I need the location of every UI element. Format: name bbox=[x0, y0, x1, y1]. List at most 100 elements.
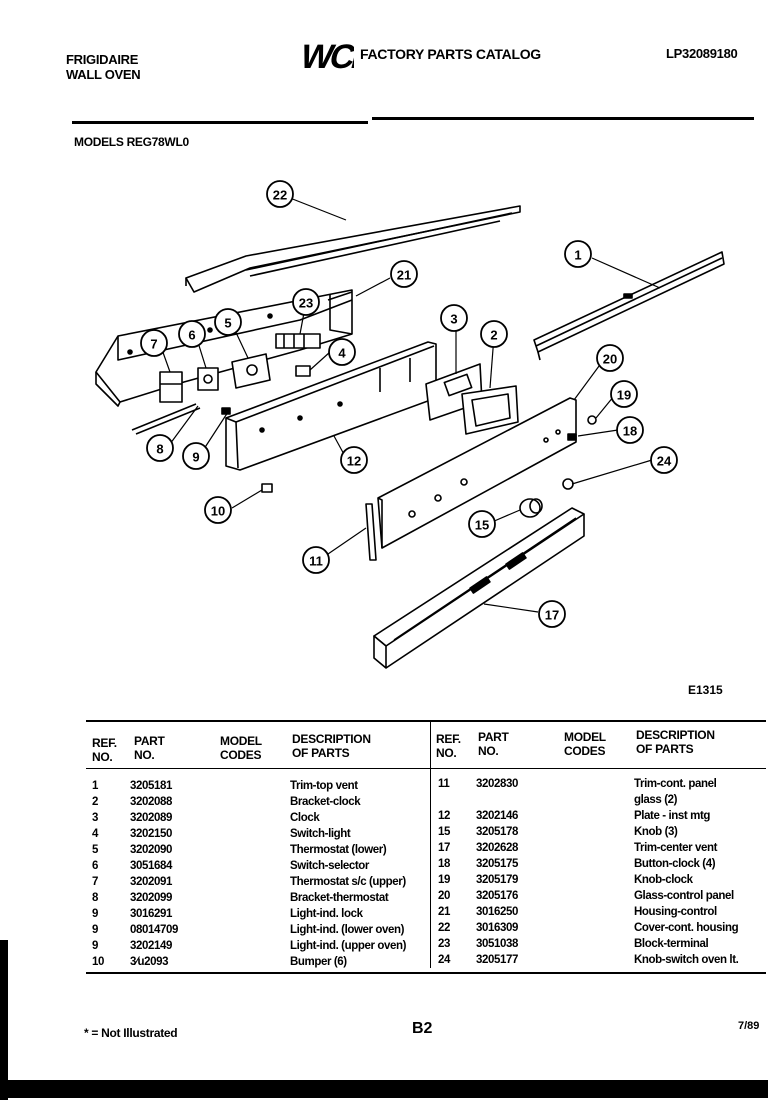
header-rule-right bbox=[372, 117, 754, 120]
svg-text:12: 12 bbox=[347, 454, 361, 469]
svg-text:23: 23 bbox=[299, 296, 313, 311]
page-number: B2 bbox=[412, 1020, 433, 1037]
callout-2: 2 bbox=[480, 320, 508, 348]
callout-24: 24 bbox=[650, 446, 678, 474]
catalog-number: LP32089180 bbox=[666, 46, 738, 61]
svg-text:1: 1 bbox=[574, 248, 581, 263]
svg-text:20: 20 bbox=[603, 352, 617, 367]
svg-text:22: 22 bbox=[273, 188, 287, 203]
part-23-terminal bbox=[275, 333, 321, 349]
callout-18: 18 bbox=[616, 416, 644, 444]
part-11-trim bbox=[365, 503, 377, 561]
callout-11: 11 bbox=[302, 546, 330, 574]
callout-8: 8 bbox=[146, 434, 174, 462]
part-6-switch bbox=[197, 367, 219, 391]
part-18-button bbox=[567, 433, 577, 441]
svg-text:7: 7 bbox=[150, 337, 157, 352]
part-7-thermostat bbox=[159, 371, 183, 403]
callout-22: 22 bbox=[266, 180, 294, 208]
scan-edge-left bbox=[0, 940, 8, 1100]
part-24-knob bbox=[562, 478, 574, 490]
callout-15: 15 bbox=[468, 510, 496, 538]
part-1-trim-top bbox=[533, 251, 725, 361]
table-row: glass (2) bbox=[634, 794, 678, 806]
part-9-light bbox=[221, 407, 231, 415]
models-label: MODELS REG78WL0 bbox=[74, 135, 189, 149]
svg-text:4: 4 bbox=[338, 346, 346, 361]
callout-6: 6 bbox=[178, 320, 206, 348]
logo-text: WCI bbox=[297, 38, 354, 72]
svg-text:17: 17 bbox=[545, 608, 559, 623]
svg-text:3: 3 bbox=[450, 312, 457, 327]
svg-text:15: 15 bbox=[475, 518, 489, 533]
table-bottom-rule bbox=[86, 972, 766, 974]
callout-9: 9 bbox=[182, 442, 210, 470]
callout-7: 7 bbox=[140, 329, 168, 357]
brand-name: FRIGIDAIRE bbox=[66, 52, 139, 67]
callout-3: 3 bbox=[440, 304, 468, 332]
figure-id: E1315 bbox=[688, 683, 723, 697]
table-header-rule bbox=[86, 768, 766, 769]
callout-4: 4 bbox=[328, 338, 356, 366]
brand-block: FRIGIDAIRE WALL OVEN bbox=[66, 52, 141, 82]
header-rule-left bbox=[72, 121, 368, 124]
part-22-cover bbox=[185, 205, 521, 293]
part-4-switch-light bbox=[295, 365, 311, 377]
svg-text:6: 6 bbox=[188, 328, 195, 343]
svg-text:9: 9 bbox=[192, 450, 199, 465]
part-2-bracket-clock bbox=[461, 385, 519, 435]
callout-1: 1 bbox=[564, 240, 592, 268]
table-top-rule bbox=[86, 720, 766, 722]
callout-12: 12 bbox=[340, 446, 368, 474]
callout-19: 19 bbox=[610, 380, 638, 408]
col-header-ref: REF.NO. bbox=[92, 736, 117, 764]
catalog-title: FACTORY PARTS CATALOG bbox=[360, 46, 541, 62]
product-type: WALL OVEN bbox=[66, 67, 141, 82]
svg-text:5: 5 bbox=[224, 316, 231, 331]
svg-text:2: 2 bbox=[490, 328, 497, 343]
catalog-date: 7/89 bbox=[738, 1020, 760, 1032]
part-20-glass bbox=[377, 397, 577, 549]
svg-text:11: 11 bbox=[309, 554, 323, 569]
callout-17: 17 bbox=[538, 600, 566, 628]
col-header-ref-right: REF.NO. bbox=[436, 732, 461, 760]
svg-text:18: 18 bbox=[623, 424, 637, 439]
table-mid-divider bbox=[430, 722, 431, 968]
svg-text:8: 8 bbox=[156, 442, 163, 457]
wci-logo: WCI bbox=[297, 38, 354, 72]
exploded-parts-diagram: 22 21 1 23 7 6 5 4 3 2 20 19 18 24 8 9 1… bbox=[95, 180, 725, 669]
not-illustrated-note: * = Not Illustrated bbox=[84, 1026, 178, 1040]
callout-5: 5 bbox=[214, 308, 242, 336]
callout-21: 21 bbox=[390, 260, 418, 288]
svg-text:10: 10 bbox=[211, 504, 225, 519]
callout-23: 23 bbox=[292, 288, 320, 316]
svg-text:19: 19 bbox=[617, 388, 631, 403]
part-10-bumper bbox=[261, 483, 273, 493]
scan-edge-bottom bbox=[0, 1080, 768, 1098]
